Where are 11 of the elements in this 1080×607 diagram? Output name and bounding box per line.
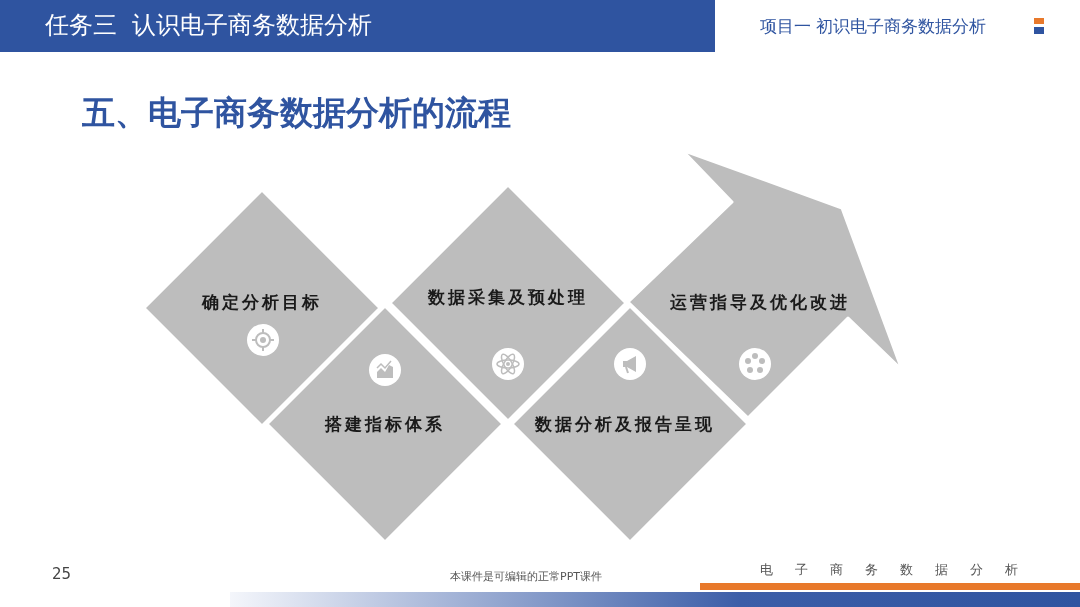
step-label: 运营指导及优化改进	[670, 290, 850, 314]
project-title: 项目一 初识电子商务数据分析	[760, 15, 987, 37]
footer-title: 电子商务数据分析	[760, 562, 1040, 578]
footer-note: 本课件是可编辑的正常PPT课件	[450, 570, 602, 584]
section-title: 五、电子商务数据分析的流程	[82, 92, 511, 134]
step-label: 数据采集及预处理	[428, 285, 588, 309]
step-label: 确定分析目标	[202, 290, 322, 314]
header-title: 任务三 认识电子商务数据分析	[45, 10, 373, 40]
step-label: 数据分析及报告呈现	[535, 412, 715, 436]
page-number: 25	[52, 565, 72, 583]
step-label: 搭建指标体系	[325, 412, 445, 436]
